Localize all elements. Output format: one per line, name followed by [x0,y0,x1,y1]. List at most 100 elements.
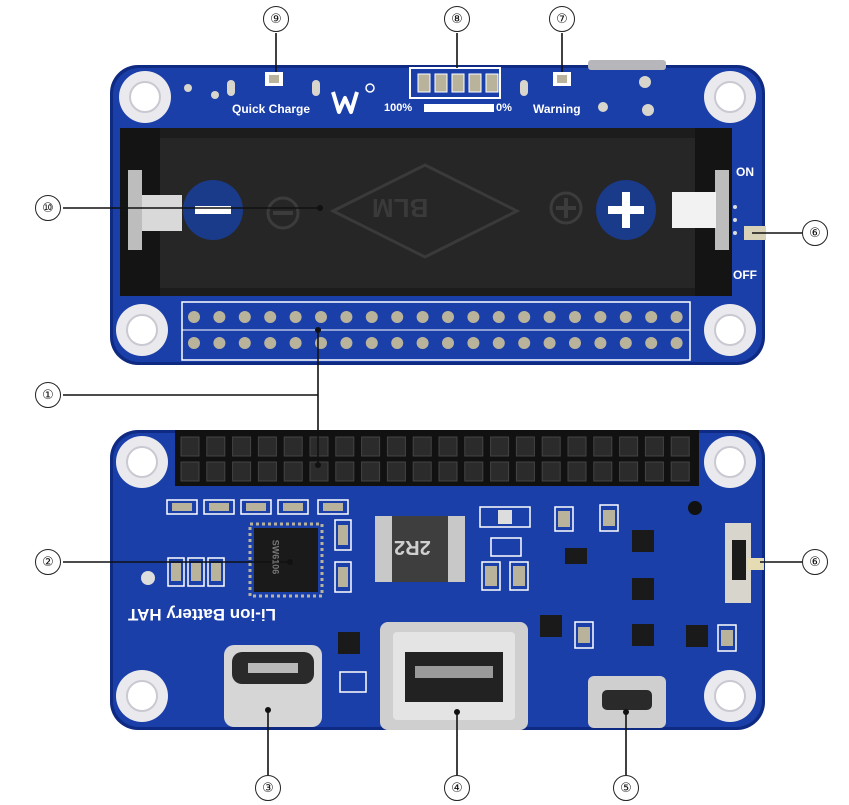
product-name-label: Li-ion Battery HAT [128,605,276,624]
header-pin-socket [670,461,690,482]
callout-2: ② [35,549,61,575]
warning-label: Warning [533,102,581,116]
battery-holder-brand: BLM [372,193,429,223]
component-pads [171,510,733,646]
callout-10: ⑩ [35,195,61,221]
mounting-hole-bl [116,304,168,356]
header-pin-socket [361,461,381,482]
gpio-pad [188,337,200,349]
header-pin-socket [541,436,561,457]
gpio-pad [670,337,683,349]
header-pin-socket [464,436,484,457]
top-edge-connector [588,60,666,70]
header-pin-socket [309,461,329,482]
header-pin-socket [490,461,510,482]
gpio-pad [264,311,277,323]
header-pin-socket [180,461,200,482]
callout-3: ③ [255,775,281,801]
gpio-pad [467,337,480,349]
gpio-pad [442,311,454,323]
header-pin-socket [257,461,277,482]
header-pin-socket [283,436,303,457]
header-pin-socket [567,436,587,457]
header-pin-socket [515,436,535,457]
gpio-pad [594,337,607,349]
mounting-hole-bottom-tl [116,436,168,488]
callout-6-top: ⑥ [802,220,828,246]
micro-usb-port [588,676,666,728]
header-pin-socket [206,461,226,482]
mounting-hole-tl [119,71,171,123]
battery-level-leds [409,67,501,112]
mounting-hole-br [704,304,756,356]
header-pin-socket [283,461,303,482]
header-pin-socket [464,461,484,482]
gpio-pad [315,311,327,323]
gpio-pad [289,311,302,323]
gpio-pad [213,311,226,323]
usb-c-port [224,645,322,727]
header-pin-socket [438,436,458,457]
callout-9: ⑨ [263,6,289,32]
callout-4: ④ [444,775,470,801]
gpio-pad [543,311,556,323]
mounting-hole-bottom-bl [116,670,168,722]
gpio-pad [340,337,353,349]
gpio-pad [569,311,581,323]
header-pin-socket [593,461,613,482]
gpio-pad [264,337,277,349]
gpio-pad [518,311,531,323]
gpio-pad [492,311,505,323]
header-pin-socket [619,461,639,482]
header-pin-socket [515,461,535,482]
gpio-pad [365,337,378,349]
header-pin-socket [644,436,664,457]
test-pad [141,571,155,585]
header-hole-grid [180,436,690,482]
header-pin-socket [619,436,639,457]
gpio-pad [569,337,581,349]
gpio-pad [416,337,429,349]
battery-100-label: 100% [384,102,413,114]
callout-5: ⑤ [613,775,639,801]
header-pin-socket [206,436,226,457]
header-pin-socket [412,436,432,457]
bottom-board [110,430,765,730]
callout-dots [265,205,629,715]
gpio-pad [492,337,505,349]
battery-holder [120,128,732,296]
header-pin-socket [309,436,329,457]
header-pin-socket [180,436,200,457]
gpio-pad [391,311,404,323]
header-pin-socket [490,436,510,457]
callout-lines [63,33,802,775]
gpio-pads-top [181,301,691,361]
header-pin-socket [593,436,613,457]
gpio-pad [442,337,454,349]
switch-off-label: OFF [733,268,757,282]
gpio-pad [315,337,327,349]
header-pin-socket [438,461,458,482]
gpio-pad [340,311,353,323]
inductor-marking: 2R2 [394,536,431,558]
tact-button [688,501,702,515]
header-pin-socket [232,461,252,482]
quick-charge-led [265,72,283,86]
gpio-pad [238,311,251,323]
gpio-pad [213,337,226,349]
transistors [338,530,708,654]
header-pin-socket [541,461,561,482]
gpio-pad [619,311,632,323]
gpio-pad [365,311,378,323]
gpio-pad [416,311,429,323]
quick-charge-label: Quick Charge [232,102,311,116]
header-pin-socket [335,461,355,482]
power-switch-bottom [725,523,764,603]
callout-1: ① [35,382,61,408]
inductor [375,516,465,582]
header-pin-socket [386,461,406,482]
gpio-pad [289,337,302,349]
header-pin-socket [335,436,355,457]
header-pin-socket [386,436,406,457]
